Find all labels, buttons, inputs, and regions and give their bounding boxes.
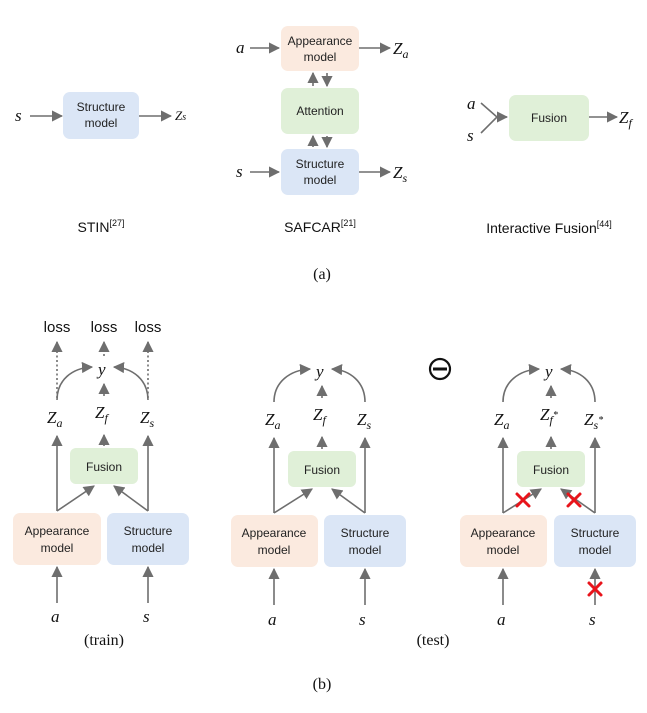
input-s: s [143,607,150,626]
test-full-diagram: Appearance model Structure model Fusion … [231,362,406,629]
output-zs: Zs [357,410,371,432]
output-za: Za [265,410,280,432]
interactive-fusion-box [509,95,589,141]
input-s: s [589,610,596,629]
train-structure-box [107,513,189,565]
interactive-fusion-diagram: Fusion a s Zf Interactive Fusion[44] [467,94,633,236]
box-label-line2: model [132,541,165,555]
box-label: Attention [296,104,343,118]
method-label-stin: STIN[27] [78,218,125,235]
box-label: Fusion [533,463,569,477]
method-label-safcar: SAFCAR[21] [284,218,356,235]
cross-icon-structure-to-fusion [566,492,582,508]
output-zf: Zf [95,403,109,425]
loss-label-zs: loss [135,319,162,336]
box-label: Fusion [531,111,567,125]
output-y: y [543,362,553,381]
loss-label-y: loss [91,319,118,336]
output-za: Za [47,408,62,430]
box-label-line2: model [304,50,337,64]
output-za: Za [393,39,408,61]
box-label-line1: Appearance [242,526,307,540]
input-a: a [236,38,245,57]
test-counterfactual-diagram: Appearance model Structure model Fusion … [460,362,636,629]
minus-circle-icon [428,357,452,381]
output-zf-star: Zf* [540,405,558,427]
box-label-line2: model [349,543,382,557]
input-a: a [51,607,60,626]
test-appearance-box [231,515,318,567]
safcar-appearance-box [281,26,359,71]
cf-appearance-box [460,515,547,567]
input-a: a [268,610,277,629]
safcar-structure-box [281,149,359,195]
panel-b-label: (b) [313,676,332,693]
box-label-line1: Appearance [25,524,90,538]
output-y: y [96,360,106,379]
cf-fusion-box [517,451,585,487]
output-za: Za [494,410,509,432]
panel-a-label: (a) [313,266,331,283]
stin-diagram: Structure model s Zs STIN[27] [15,92,186,235]
cross-icon-input-s [587,581,603,597]
box-label-line1: Structure [341,526,390,540]
input-s: s [467,126,474,145]
method-label-interactive-fusion: Interactive Fusion[44] [486,219,612,236]
train-appearance-box [13,513,101,565]
input-s: s [236,162,243,181]
cf-structure-box [554,515,636,567]
box-label: Fusion [304,463,340,477]
box-label-line1: Appearance [471,526,536,540]
output-zf: Zf [619,108,633,130]
safcar-diagram: Appearance model Attention Structure mod… [236,26,408,235]
box-label: Fusion [86,460,122,474]
output-zs-star: Zs* [584,410,603,432]
output-y: y [314,362,324,381]
output-zs: Zs [140,408,154,430]
box-label-line2: model [304,173,337,187]
box-label-line1: Structure [77,100,126,114]
box-label-line2: model [487,543,520,557]
input-s: s [15,106,22,125]
box-label-line1: Structure [571,526,620,540]
box-label-line1: Appearance [288,34,353,48]
output-zf: Zf [313,405,327,427]
box-label-line2: model [258,543,291,557]
test-structure-box [324,515,406,567]
box-label-line1: Structure [296,157,345,171]
output-zs: Zs [393,163,407,185]
safcar-attention-box [281,88,359,134]
train-label: (train) [84,632,124,649]
input-a: a [497,610,506,629]
train-fusion-box [70,448,138,484]
box-label-line1: Structure [124,524,173,538]
box-label-line2: model [41,541,74,555]
cross-icon-appearance-to-fusion [515,492,531,508]
test-fusion-box [288,451,356,487]
input-a: a [467,94,476,113]
input-s: s [359,610,366,629]
loss-label-za: loss [44,319,71,336]
box-label-line2: model [579,543,612,557]
output-zs: Zs [175,108,186,123]
test-label: (test) [417,632,450,649]
stin-structure-box [63,92,139,139]
box-label-line2: model [85,116,118,130]
train-diagram: Appearance model Structure model Fusion … [13,319,189,649]
